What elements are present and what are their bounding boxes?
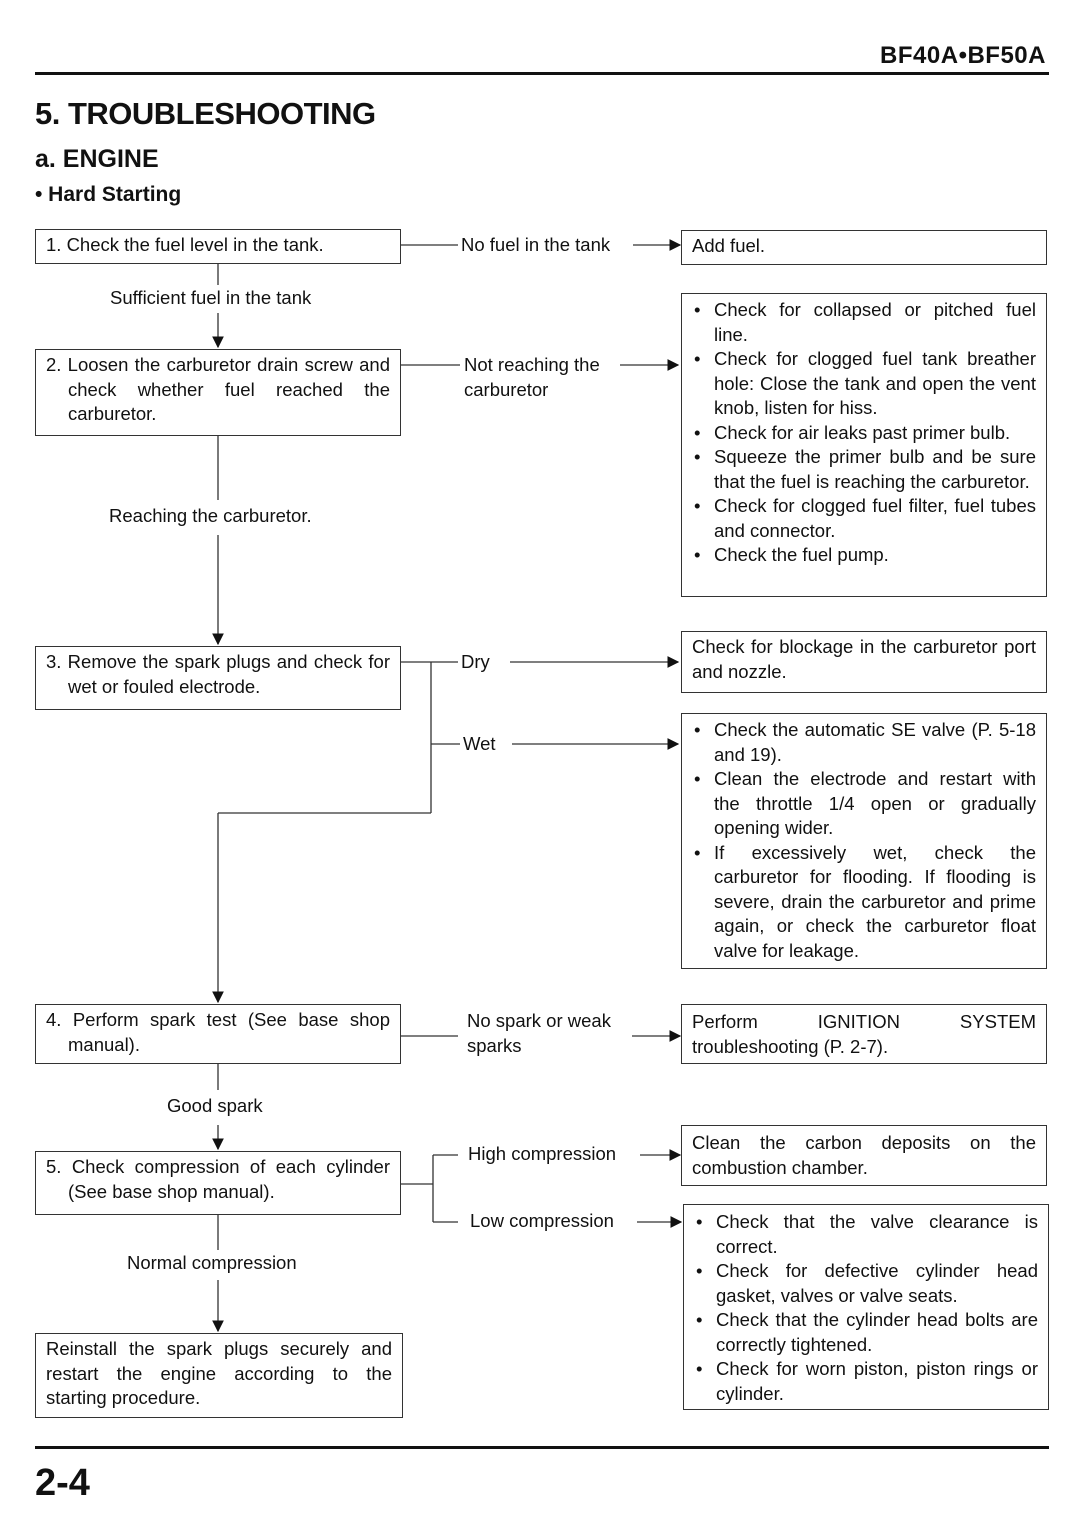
- section-title: 5. TROUBLESHOOTING: [35, 96, 376, 131]
- step-1-box: 1. Check the fuel level in the tank.: [35, 229, 401, 264]
- branch-no-fuel: No fuel in the tank: [461, 233, 611, 258]
- branch-low-compression: Low compression: [470, 1209, 614, 1234]
- label-sufficient-fuel: Sufficient fuel in the tank: [110, 286, 312, 311]
- model-header: BF40A•BF50A: [880, 42, 1046, 69]
- branch-dry: Dry: [461, 650, 490, 675]
- fuel-check-item: Check for air leaks past primer bulb.: [694, 421, 1036, 446]
- wet-check-item: If excessively wet, check the carburetor…: [694, 841, 1036, 964]
- action-add-fuel: Add fuel.: [681, 230, 1047, 265]
- subsection-title: a. ENGINE: [35, 145, 159, 173]
- step-5-box: 5. Check compression of each cylinder (S…: [35, 1151, 401, 1215]
- action-low-compression-checks: Check that the valve clearance is correc…: [683, 1204, 1049, 1410]
- fuel-check-item: Check for clogged fuel tank breather hol…: [694, 347, 1036, 421]
- label-reaching-carburetor: Reaching the carburetor.: [109, 504, 312, 529]
- top-rule: [35, 72, 1049, 75]
- action-dry: Check for blockage in the carburetor por…: [681, 631, 1047, 693]
- wet-check-item: Clean the electrode and restart with the…: [694, 767, 1036, 841]
- fuel-check-item: Check the fuel pump.: [694, 543, 1036, 568]
- label-good-spark: Good spark: [167, 1094, 263, 1119]
- action-wet-checks: Check the automatic SE valve (P. 5-18 an…: [681, 713, 1047, 969]
- compression-check-item: Check that the valve clearance is correc…: [696, 1210, 1038, 1259]
- action-fuel-delivery-checks: Check for collapsed or pitched fuel line…: [681, 293, 1047, 597]
- branch-no-spark: No spark or weak sparks: [467, 1009, 627, 1058]
- wet-check-item: Check the automatic SE valve (P. 5-18 an…: [694, 718, 1036, 767]
- compression-check-item: Check for worn piston, piston rings or c…: [696, 1357, 1038, 1406]
- action-high-compression: Clean the carbon deposits on the combust…: [681, 1125, 1047, 1186]
- fuel-check-item: Check for clogged fuel filter, fuel tube…: [694, 494, 1036, 543]
- step-2-box: 2. Loosen the carburetor drain screw and…: [35, 349, 401, 436]
- compression-check-item: Check that the cylinder head bolts are c…: [696, 1308, 1038, 1357]
- fuel-check-item: Check for collapsed or pitched fuel line…: [694, 298, 1036, 347]
- topic-title: • Hard Starting: [35, 183, 182, 206]
- final-step-box: Reinstall the spark plugs securely and r…: [35, 1333, 403, 1418]
- page-number: 2-4: [35, 1462, 90, 1504]
- branch-wet: Wet: [463, 732, 496, 757]
- label-normal-compression: Normal compression: [127, 1251, 297, 1276]
- bottom-rule: [35, 1446, 1049, 1449]
- branch-high-compression: High compression: [468, 1142, 617, 1167]
- step-4-box: 4. Perform spark test (See base shop man…: [35, 1004, 401, 1064]
- fuel-check-item: Squeeze the primer bulb and be sure that…: [694, 445, 1036, 494]
- compression-check-item: Check for defective cylinder head gasket…: [696, 1259, 1038, 1308]
- branch-not-reaching: Not reaching the carburetor: [464, 353, 614, 402]
- action-ignition-system: Perform IGNITION SYSTEM troubleshooting …: [681, 1004, 1047, 1064]
- step-3-box: 3. Remove the spark plugs and check for …: [35, 646, 401, 710]
